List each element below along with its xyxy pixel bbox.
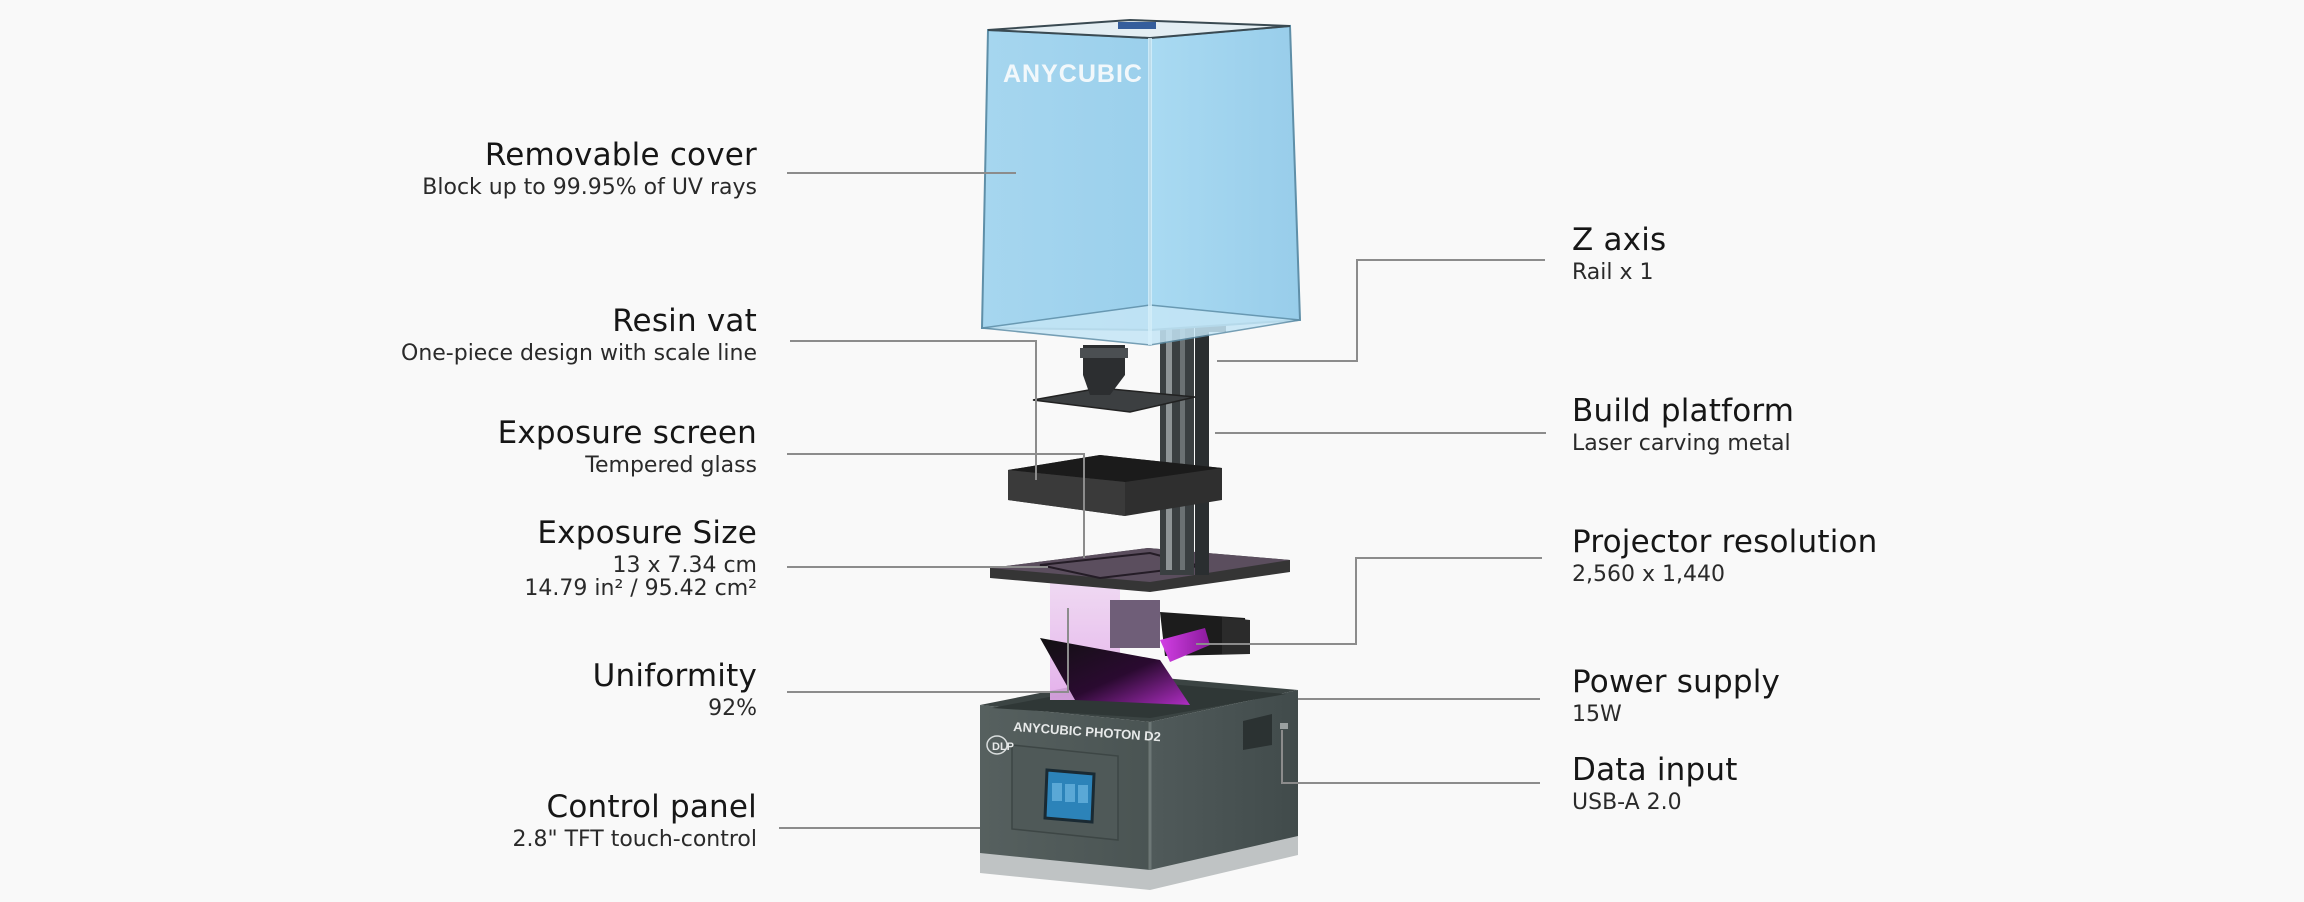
build-platform (1032, 345, 1196, 413)
callout-title: Build platform (1572, 393, 1795, 429)
callout-control-panel: Control panel 2.8" TFT touch-control (512, 788, 757, 853)
leader-lines-right (1196, 259, 1546, 784)
callout-detail: 92% (708, 696, 757, 721)
callout-detail: USB-A 2.0 (1572, 790, 1682, 815)
print-icon[interactable] (1052, 783, 1062, 801)
callout-title: Resin vat (612, 303, 757, 339)
callout-build-platform: Build platform Laser carving metal (1572, 392, 1794, 457)
callout-detail: 2,560 x 1,440 (1572, 562, 1725, 587)
callout-title: Power supply (1572, 664, 1781, 700)
callout-detail: Block up to 99.95% of UV rays (422, 175, 757, 200)
callout-projector-resolution: Projector resolution 2,560 x 1,440 (1572, 523, 1878, 588)
leader-lines-left (779, 172, 1085, 829)
callout-exposure-size: Exposure Size 13 x 7.34 cm 14.79 in² / 9… (524, 514, 757, 602)
leader-projector-resolution (1196, 557, 1542, 645)
callout-z-axis: Z axis Rail x 1 (1572, 221, 1666, 286)
callout-detail: Laser carving metal (1572, 431, 1791, 456)
leader-exposure-screen (787, 453, 1085, 558)
callout-detail: Rail x 1 (1572, 260, 1654, 285)
callout-resin-vat: Resin vat One-piece design with scale li… (401, 302, 757, 367)
projector (1110, 600, 1250, 662)
callout-title: Exposure Size (537, 515, 757, 551)
callout-data-input: Data input USB-A 2.0 (1572, 751, 1738, 816)
printer-base: ANYCUBIC PHOTON D2 DLP (980, 675, 1298, 890)
reflector-mirror (1040, 638, 1190, 705)
svg-text:DLP: DLP (992, 741, 1014, 753)
callout-detail: Tempered glass (585, 453, 757, 478)
callout-title: Data input (1572, 752, 1738, 788)
callout-exposure-screen: Exposure screen Tempered glass (498, 414, 757, 479)
dlp-logo: DLP (986, 735, 1014, 755)
callout-title: Projector resolution (1572, 524, 1878, 560)
exposure-screen (990, 548, 1290, 592)
cover-brand-logo: ANYCUBIC (1003, 60, 1143, 88)
callout-title: Exposure screen (497, 415, 757, 451)
tools-icon[interactable] (1078, 785, 1088, 803)
callout-title: Uniformity (592, 658, 757, 694)
callout-power-supply: Power supply 15W (1572, 663, 1780, 728)
callout-detail: 2.8" TFT touch-control (512, 827, 757, 852)
leader-data-input (1281, 730, 1540, 784)
callout-uniformity: Uniformity 92% (593, 657, 757, 722)
power-switch-panel[interactable] (1243, 714, 1272, 750)
leader-z-axis (1217, 259, 1545, 362)
callout-title: Control panel (546, 789, 757, 825)
system-icon[interactable] (1065, 784, 1075, 802)
callout-detail: One-piece design with scale line (401, 341, 757, 366)
callout-detail: 15W (1572, 702, 1622, 727)
leader-resin-vat (790, 340, 1037, 480)
callout-detail: 14.79 in² / 95.42 cm² (524, 576, 757, 601)
callout-removable-cover: Removable cover Block up to 99.95% of UV… (422, 136, 757, 201)
callout-title: Z axis (1572, 222, 1667, 258)
removable-cover: ANYCUBIC (980, 18, 1302, 346)
callout-title: Removable cover (484, 137, 757, 173)
callout-detail: 13 x 7.34 cm (612, 553, 757, 578)
touch-screen[interactable] (1043, 768, 1096, 824)
resin-vat (1008, 455, 1222, 516)
cover-handle (1118, 22, 1156, 29)
leader-uniformity (787, 608, 1069, 693)
usb-port-icon[interactable] (1280, 723, 1288, 729)
